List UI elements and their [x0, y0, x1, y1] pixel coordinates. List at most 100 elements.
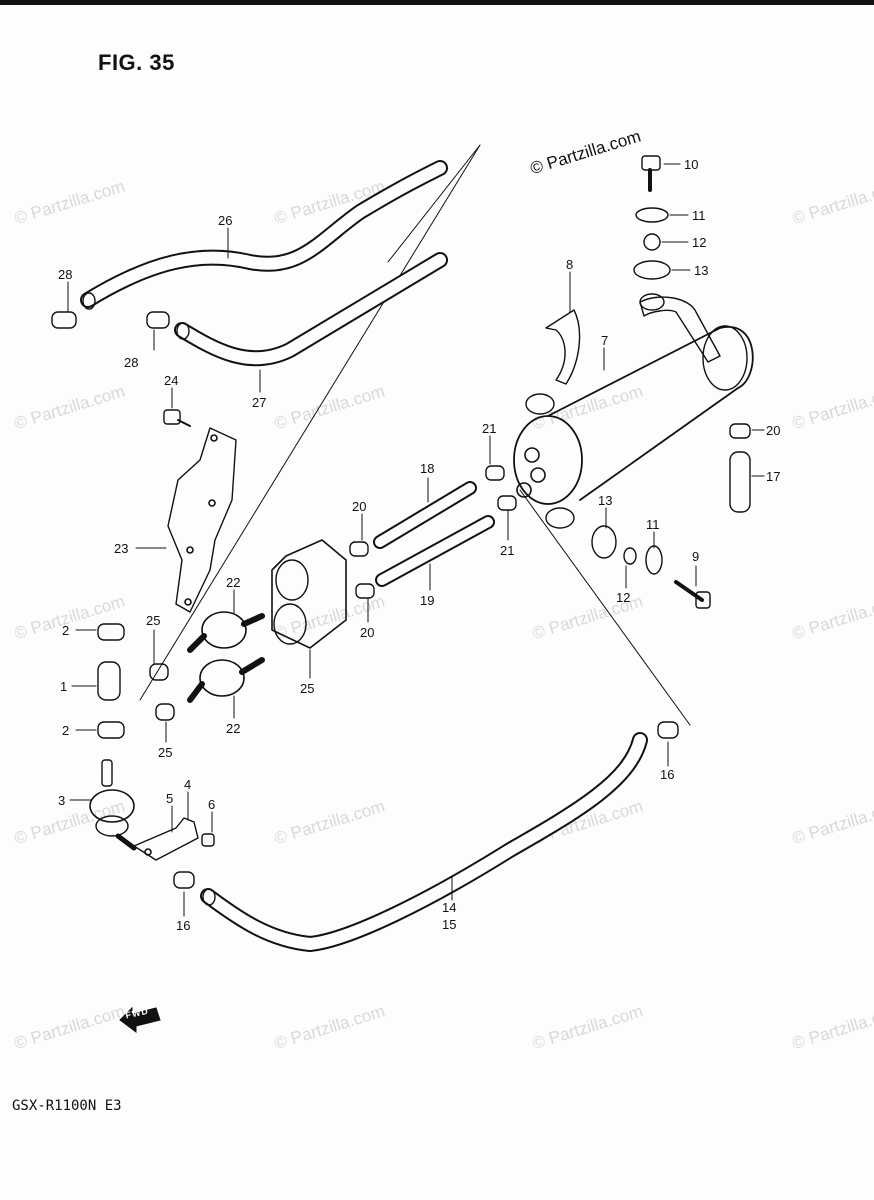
hose-27-end [176, 322, 190, 340]
canister-7-port [516, 482, 532, 498]
canister-7-body [547, 325, 754, 501]
callout-label: 12 [616, 590, 630, 605]
bracket-23-hole [186, 546, 194, 554]
bolt-24-shank [177, 419, 191, 427]
collar-12 [643, 233, 661, 251]
callout-label: 23 [114, 541, 128, 556]
callout-label: 20 [360, 625, 374, 640]
cushion-13 [633, 260, 671, 280]
callout-label: 13 [694, 263, 708, 278]
callout-label: 12 [692, 235, 706, 250]
callout-label: 18 [420, 461, 434, 476]
bracket-23-hole [208, 499, 216, 507]
callout-label: 19 [420, 593, 434, 608]
clamp-28-b [146, 311, 170, 329]
bolt-9 [674, 580, 704, 602]
bracket-4-hole [144, 848, 152, 856]
valve-3-body [89, 789, 135, 823]
callout-label: 22 [226, 575, 240, 590]
bracket-4 [133, 817, 199, 861]
callout-label: 1 [60, 679, 67, 694]
reference-line [387, 144, 481, 263]
hose-14-inner [202, 734, 646, 950]
callout-label: 2 [62, 723, 69, 738]
bracket-23-hole [210, 434, 218, 442]
callout-label: 11 [646, 517, 660, 532]
filter-22-b [199, 659, 245, 697]
canister-7-tab [525, 393, 555, 415]
callout-label: 8 [566, 257, 573, 272]
callout-label: 28 [58, 267, 72, 282]
callout-label: 21 [500, 543, 514, 558]
canister-7-end-far [702, 325, 748, 391]
canister-bracket [639, 296, 721, 363]
callout-label: 25 [158, 745, 172, 760]
callout-label: 25 [146, 613, 160, 628]
callout-label: 11 [692, 208, 706, 223]
filter-22-nipple [241, 613, 265, 627]
cushion-25-hole [273, 603, 307, 645]
clamp-2 [97, 721, 125, 739]
canister-bracket-hole [639, 293, 665, 311]
canister-7-end [513, 415, 583, 505]
callout-label: 9 [692, 549, 699, 564]
callout-label: 17 [766, 469, 780, 484]
callout-label: 6 [208, 797, 215, 812]
reference-line [139, 144, 481, 701]
hose-26-end [82, 292, 96, 310]
clamp-20 [355, 583, 375, 599]
callout-label: 14 [442, 900, 456, 915]
clamp-16 [173, 871, 195, 889]
bolt-24 [163, 409, 181, 425]
model-code: GSX-R1100N E3 [12, 1098, 122, 1114]
callout-label: 2 [62, 623, 69, 638]
callout-label: 26 [218, 213, 232, 228]
reference-line [519, 489, 691, 726]
cushion-25-block [271, 539, 347, 649]
clamp-16 [657, 721, 679, 739]
filter-22b-nipple [239, 657, 265, 675]
hose-17 [729, 451, 751, 513]
bolt-9-head [695, 591, 711, 609]
forward-label: FWD [124, 1005, 150, 1021]
hose-26 [80, 160, 448, 308]
hose-19-inner [377, 517, 493, 585]
callout-label: 28 [124, 355, 138, 370]
filter-22-nipple [187, 633, 207, 653]
clamp-25 [155, 703, 175, 721]
callout-label: 22 [226, 721, 240, 736]
callout-label: 20 [352, 499, 366, 514]
callout-label: 16 [660, 767, 674, 782]
valve-3-nipple [115, 833, 137, 851]
clamp-28 [51, 311, 77, 329]
callout-label: 20 [766, 423, 780, 438]
clamp-20-right [729, 423, 751, 439]
valve-3-base [95, 815, 129, 837]
filter-22 [201, 611, 247, 649]
washer-11-lower [645, 545, 663, 575]
collar-12-lower [623, 547, 637, 565]
hose-1 [97, 661, 121, 701]
top-border [0, 0, 874, 5]
callout-label: 16 [176, 918, 190, 933]
band-8 [545, 309, 581, 385]
washer-11 [635, 207, 669, 223]
callout-label: 24 [164, 373, 178, 388]
bracket-23-hole [184, 598, 192, 606]
callout-label: 7 [601, 333, 608, 348]
cushion-25-hole [275, 559, 309, 601]
clamp-2 [97, 623, 125, 641]
callout-label: 5 [166, 791, 173, 806]
clamp-21 [497, 495, 517, 511]
callout-label: 25 [300, 681, 314, 696]
valve-3-stem [101, 759, 113, 787]
callout-label: 21 [482, 421, 496, 436]
forward-arrow-icon [119, 1006, 161, 1033]
callout-label: 13 [598, 493, 612, 508]
filter-22b-nipple [187, 681, 205, 703]
clamp-20 [349, 541, 369, 557]
hose-27-inner [176, 254, 446, 365]
hose-14-end [202, 888, 216, 906]
